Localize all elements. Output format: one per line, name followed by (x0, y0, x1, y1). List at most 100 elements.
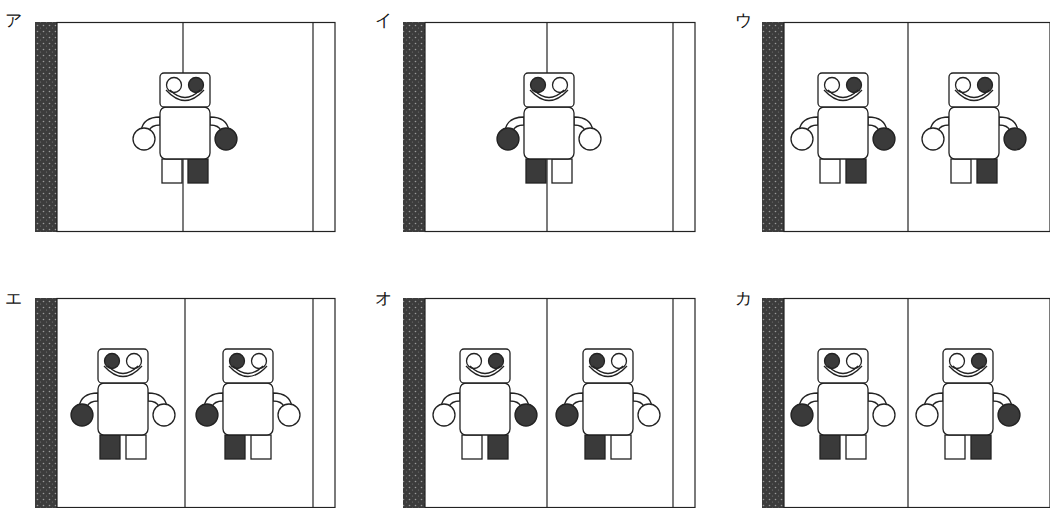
robot-eye (825, 354, 840, 369)
panel-label: ウ (735, 12, 752, 29)
panel-label: ア (5, 12, 22, 29)
robot-eye (230, 354, 245, 369)
panel-label: カ (735, 290, 752, 307)
robot-hand (922, 128, 944, 150)
robot-mouth (824, 366, 862, 377)
robot-mouth (824, 90, 862, 101)
robot-eye (590, 354, 605, 369)
robot-head (949, 73, 999, 107)
robot-mouth (166, 90, 204, 101)
robot-leg (100, 435, 120, 459)
wall-bar (35, 298, 57, 508)
robot-figure (922, 73, 1026, 183)
robot-leg (251, 435, 271, 459)
robot-head (818, 73, 868, 107)
robot-body (583, 383, 633, 435)
robot-hand (998, 404, 1020, 426)
robot-figure (791, 73, 895, 183)
robot-hand (916, 404, 938, 426)
robot-eye (167, 78, 182, 93)
robot-eye (847, 354, 862, 369)
robot-eye (127, 354, 142, 369)
robot-mouth (589, 366, 627, 377)
robot-body (98, 383, 148, 435)
robot-leg (611, 435, 631, 459)
robot-leg (585, 435, 605, 459)
robot-figure (916, 349, 1020, 459)
mirror-frame (57, 299, 335, 508)
robot-leg (820, 159, 840, 183)
strip-line (672, 22, 673, 232)
robot-leg (820, 435, 840, 459)
robot-hand (196, 404, 218, 426)
robot-mouth (955, 90, 993, 101)
robot-mouth (466, 366, 504, 377)
robot-hand (278, 404, 300, 426)
robot-hand (1004, 128, 1026, 150)
center-line (907, 22, 908, 232)
mirror-frame (425, 23, 695, 232)
center-line (907, 298, 908, 508)
robot-leg (951, 159, 971, 183)
robot-eye (612, 354, 627, 369)
robot-eye (972, 354, 987, 369)
robot-body (818, 383, 868, 435)
wall-bar (403, 22, 425, 232)
mirror-frame (57, 23, 335, 232)
robot-eye (467, 354, 482, 369)
mirror-frame (784, 299, 1050, 508)
robot-leg (552, 159, 572, 183)
robot-body (943, 383, 993, 435)
robot-eye (531, 78, 546, 93)
robot-eye (553, 78, 568, 93)
robot-head (460, 349, 510, 383)
robot-figure (196, 349, 300, 459)
wall-bar (762, 298, 784, 508)
robot-body (524, 107, 574, 159)
robot-leg (188, 159, 208, 183)
robot-head (583, 349, 633, 383)
robot-leg (162, 159, 182, 183)
robot-eye (950, 354, 965, 369)
robot-eye (189, 78, 204, 93)
robot-eye (489, 354, 504, 369)
center-line (546, 298, 547, 508)
robot-body (223, 383, 273, 435)
robot-hand (515, 404, 537, 426)
robot-hand (153, 404, 175, 426)
robot-figure (71, 349, 175, 459)
robot-body (818, 107, 868, 159)
robot-leg (526, 159, 546, 183)
wall-bar (762, 22, 784, 232)
wall-bar (35, 22, 57, 232)
robot-body (949, 107, 999, 159)
robot-hand (791, 404, 813, 426)
robot-eye (847, 78, 862, 93)
robot-hand (556, 404, 578, 426)
robot-hand (215, 128, 237, 150)
robot-figure (433, 349, 537, 459)
robot-eye (105, 354, 120, 369)
panel-label: エ (5, 290, 22, 307)
panel-label: オ (375, 290, 392, 307)
robot-mouth (104, 366, 142, 377)
wall-bar (403, 298, 425, 508)
robot-leg (225, 435, 245, 459)
robot-hand (638, 404, 660, 426)
robot-head (98, 349, 148, 383)
robot-hand (433, 404, 455, 426)
robot-head (160, 73, 210, 107)
robot-figure (497, 73, 601, 183)
robot-leg (488, 435, 508, 459)
robot-leg (846, 435, 866, 459)
robot-mouth (530, 90, 568, 101)
robot-leg (945, 435, 965, 459)
robot-eye (956, 78, 971, 93)
strip-line (312, 298, 313, 508)
robot-hand (133, 128, 155, 150)
robot-leg (971, 435, 991, 459)
strip-line (312, 22, 313, 232)
robot-figure (133, 73, 237, 183)
robot-head (943, 349, 993, 383)
